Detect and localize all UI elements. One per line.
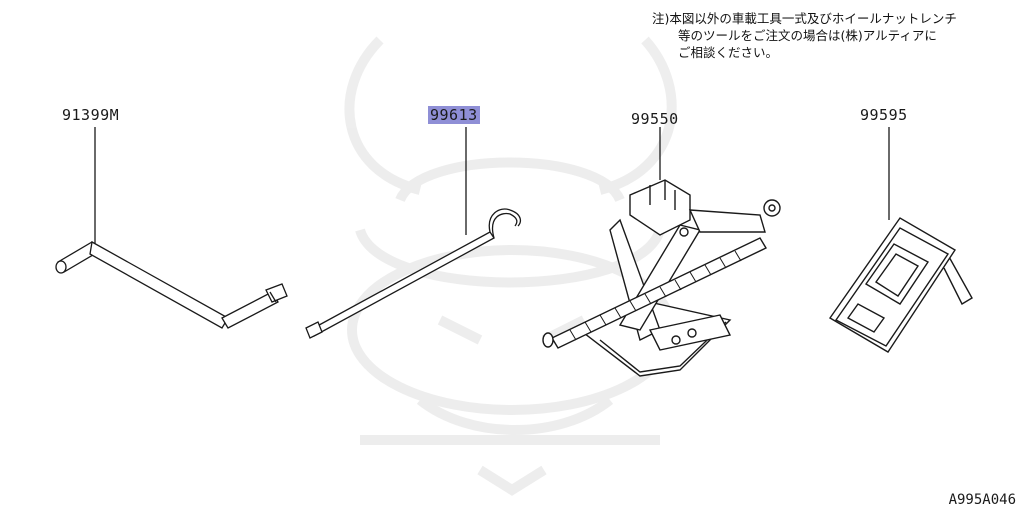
diagram-code: A995A046 bbox=[948, 492, 1016, 508]
note-line-2: 等のツールをご注文の場合は(株)アルティアに bbox=[678, 28, 937, 43]
note-line-1: 注)本図以外の車載工具一式及びホイールナットレンチ bbox=[652, 11, 957, 26]
jack-handle-rod-icon bbox=[305, 208, 522, 339]
wheel-chock-icon bbox=[828, 217, 973, 353]
scissor-jack-icon bbox=[542, 179, 781, 377]
part-number-99595[interactable]: 99595 bbox=[860, 106, 908, 124]
wheel-nut-wrench-icon bbox=[55, 240, 288, 329]
ordering-note: 注)本図以外の車載工具一式及びホイールナットレンチ 等のツールをご注文の場合は(… bbox=[652, 10, 1018, 61]
part-number-91399m[interactable]: 91399M bbox=[62, 106, 120, 124]
note-line-3: ご相談ください。 bbox=[678, 45, 779, 60]
part-number-99550[interactable]: 99550 bbox=[631, 110, 679, 128]
part-number-99613[interactable]: 99613 bbox=[428, 106, 480, 124]
